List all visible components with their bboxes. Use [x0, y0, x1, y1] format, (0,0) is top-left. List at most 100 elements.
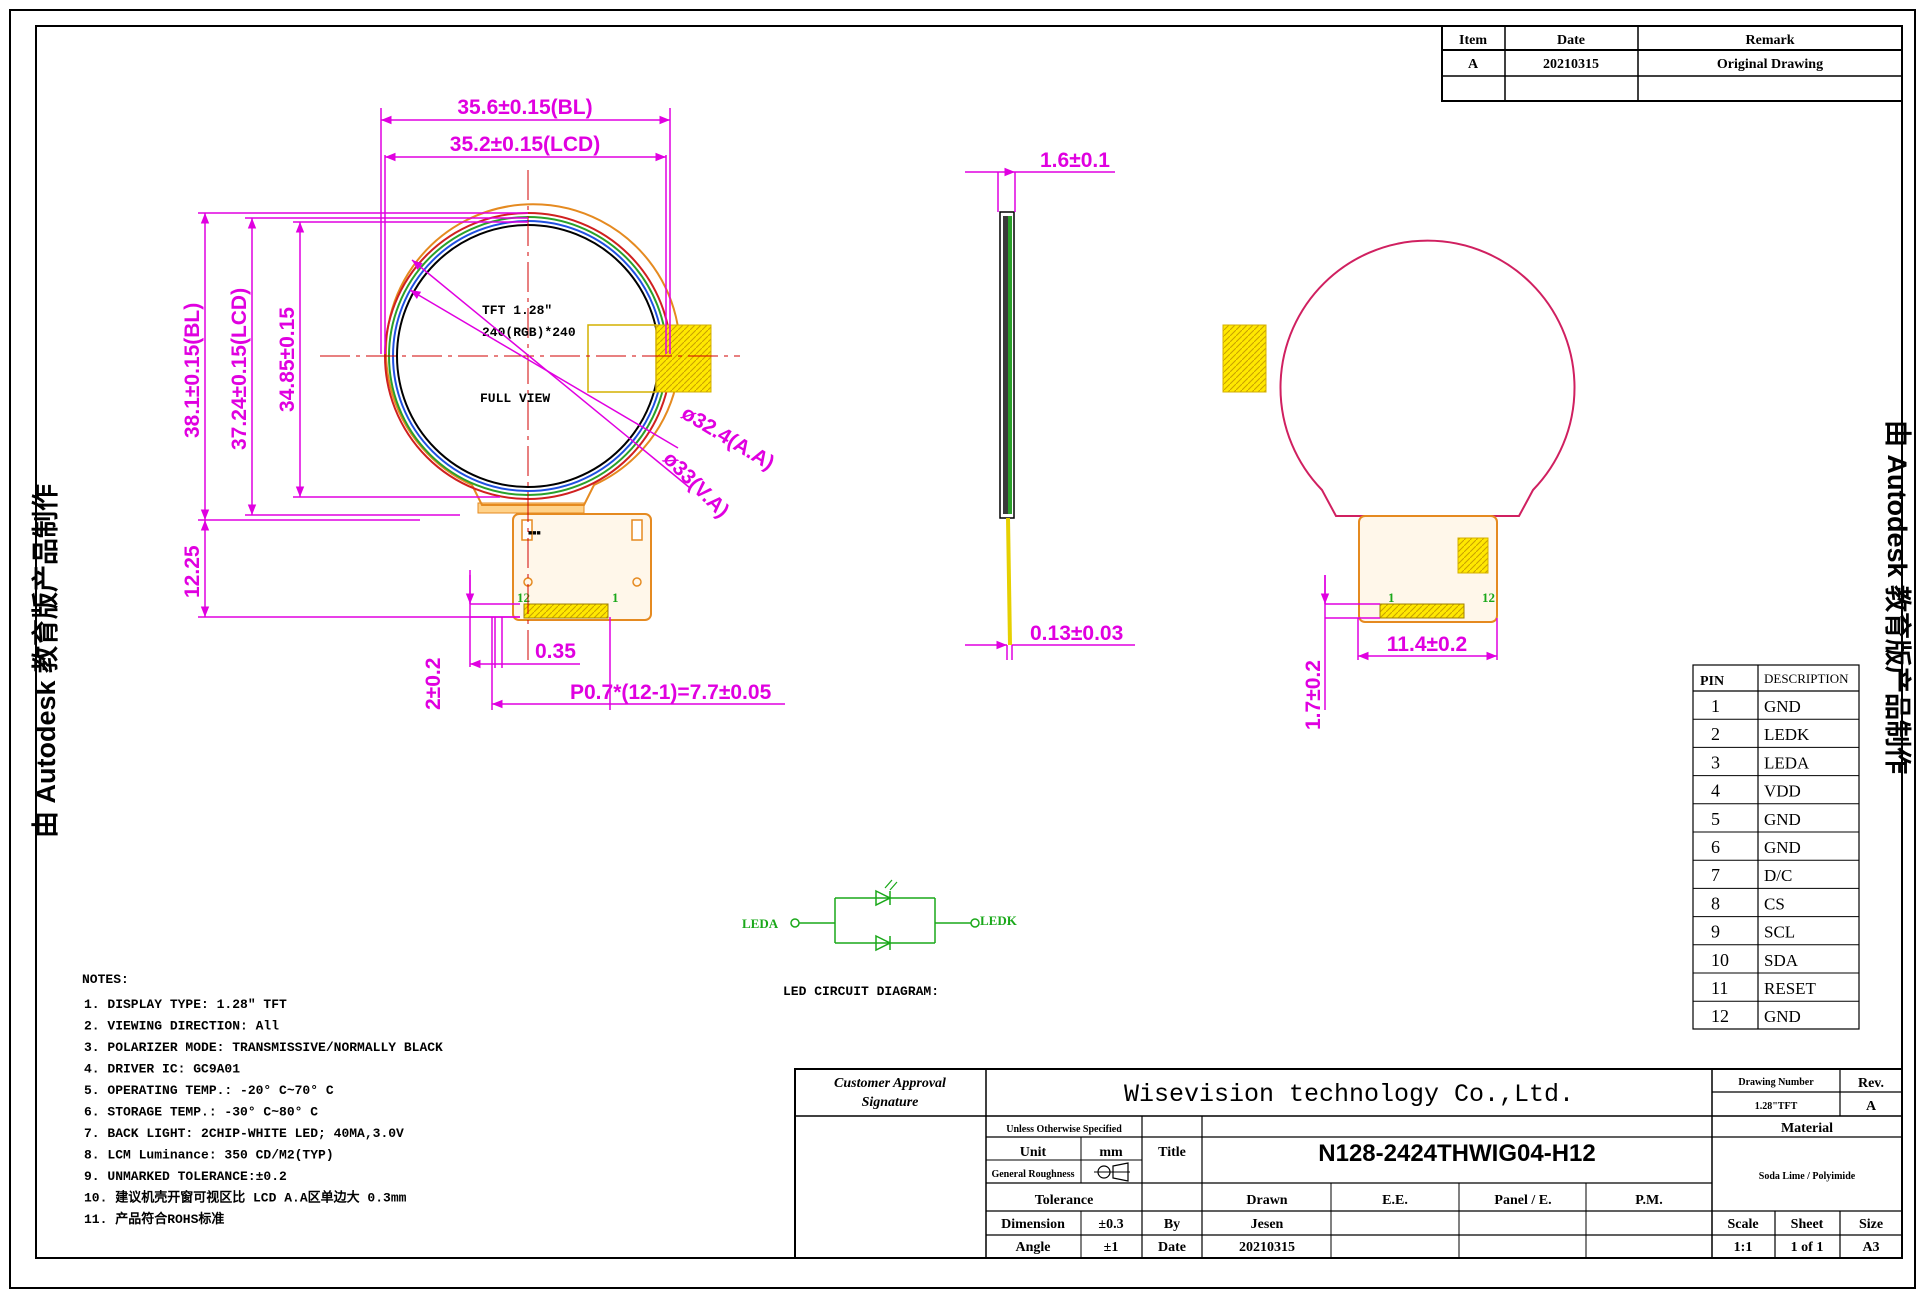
back-pin-left-label: 1 — [1388, 590, 1395, 605]
ee-label: E.E. — [1382, 1193, 1408, 1208]
unit-label: Unit — [1020, 1145, 1047, 1160]
panel-outline — [385, 203, 681, 506]
fpc-tail — [512, 513, 652, 621]
side-fpc — [1006, 517, 1012, 646]
note-item: 11. 产品符合ROHS标准 — [84, 1211, 224, 1227]
dim-front-tab: 2±0.2 — [422, 658, 445, 710]
drawn-label: Drawn — [1246, 1193, 1287, 1208]
front-label-view: FULL VIEW — [480, 391, 550, 406]
pin-description: LEDK — [1764, 725, 1810, 744]
note-item: 3. POLARIZER MODE: TRANSMISSIVE/NORMALLY… — [84, 1040, 443, 1055]
drawing-number-label: Drawing Number — [1738, 1077, 1814, 1088]
note-item: 6. STORAGE TEMP.: -30° C~80° C — [84, 1105, 318, 1120]
pin-description: LEDA — [1764, 753, 1810, 772]
company-name: Wisevision technology Co.,Ltd. — [1124, 1080, 1574, 1109]
scale-value: 1:1 — [1734, 1240, 1753, 1255]
front-view: 12 1 ■■■ TFT 1.28" 240(RGB)*240 FULL VIE… — [181, 96, 785, 710]
sheet-value: 1 of 1 — [1791, 1240, 1824, 1255]
revision-table: Item Date Remark A 20210315 Original Dra… — [1441, 25, 1903, 102]
approval-line-1: Customer Approval — [834, 1076, 946, 1091]
date-value: 20210315 — [1239, 1240, 1295, 1255]
rev-row-remark: Original Drawing — [1717, 57, 1823, 72]
drawing-title: N128-2424THWIG04-H12 — [1318, 1140, 1595, 1167]
back-view: 1 12 11.4±0.2 1.7±0.2 — [1222, 239, 1576, 730]
pin-description: CS — [1764, 894, 1785, 913]
led-right-label: LEDK — [980, 913, 1018, 928]
pin-number: 2 — [1711, 724, 1720, 744]
title-label: Title — [1158, 1145, 1186, 1160]
pin-header-desc: DESCRIPTION — [1764, 671, 1849, 686]
pin-number: 8 — [1711, 893, 1720, 913]
size-value: A3 — [1862, 1240, 1879, 1255]
date-label: Date — [1158, 1240, 1186, 1255]
rev-label: Rev. — [1858, 1076, 1884, 1091]
note-item: 2. VIEWING DIRECTION: All — [84, 1019, 279, 1034]
pin-description: VDD — [1764, 782, 1801, 801]
pin-number: 5 — [1711, 809, 1720, 829]
rev-header-item: Item — [1459, 33, 1487, 48]
rev-header-date: Date — [1557, 33, 1585, 48]
pin-number: 3 — [1711, 752, 1720, 772]
rev-value: A — [1866, 1099, 1877, 1114]
rev-header-remark: Remark — [1746, 33, 1795, 48]
note-item: 8. LCM Luminance: 350 CD/M2(TYP) — [84, 1148, 334, 1163]
dim-va-diameter: ø33(V.A) — [658, 447, 733, 522]
dim-front-pad: 0.35 — [535, 640, 576, 663]
note-item: 5. OPERATING TEMP.: -20° C~70° C — [84, 1083, 334, 1098]
pin-number: 6 — [1711, 837, 1720, 857]
drawing-number: 1.28"TFT — [1755, 1101, 1798, 1112]
note-item: 4. DRIVER IC: GC9A01 — [84, 1062, 240, 1077]
led-left-label: LEDA — [742, 916, 779, 931]
pin-description: GND — [1764, 697, 1801, 716]
pin-header-pin: PIN — [1700, 674, 1724, 689]
projection-symbol — [1094, 1162, 1130, 1182]
front-pin-right-label: 1 — [612, 590, 619, 605]
scale-label: Scale — [1727, 1217, 1758, 1232]
dim-back-tab: 1.7±0.2 — [1302, 660, 1325, 730]
pin-number: 10 — [1711, 950, 1729, 970]
note-item: 9. UNMARKED TOLERANCE:±0.2 — [84, 1169, 287, 1184]
fpc-contacts — [523, 603, 609, 619]
front-pin-left-label: 12 — [517, 590, 530, 605]
pin-description: SCL — [1764, 923, 1795, 942]
size-label: Size — [1859, 1217, 1883, 1232]
dim-height-va: 34.85±0.15 — [276, 307, 299, 412]
pin-number: 1 — [1711, 696, 1720, 716]
angle-label: Angle — [1016, 1240, 1051, 1255]
title-block: Customer Approval Signature Wisevision t… — [794, 1068, 1903, 1259]
by-label: By — [1164, 1217, 1180, 1232]
pin-number: 12 — [1711, 1006, 1729, 1026]
dimension-label: Dimension — [1001, 1217, 1065, 1232]
watermark-right: 由 Autodesk 教育版产品制作 — [1882, 420, 1913, 774]
back-panel-outline — [1279, 239, 1576, 517]
front-label-res: 240(RGB)*240 — [482, 325, 576, 340]
approval-line-2: Signature — [862, 1095, 919, 1110]
pin-number: 4 — [1711, 781, 1720, 801]
pin-description: GND — [1764, 838, 1801, 857]
dim-width-lcd: 35.2±0.15(LCD) — [450, 133, 600, 156]
led-caption: LED CIRCUIT DIAGRAM: — [783, 984, 939, 999]
watermark-left: 由 Autodesk 教育版产品制作 — [30, 484, 61, 838]
pin-description: GND — [1764, 1007, 1801, 1026]
tolerance-label: Tolerance — [1035, 1193, 1094, 1208]
rev-row-date: 20210315 — [1543, 57, 1599, 72]
sheet-label: Sheet — [1791, 1217, 1824, 1232]
dimension-tolerance: ±0.3 — [1098, 1217, 1123, 1232]
outer-border — [9, 9, 1916, 1289]
note-item: 10. 建议机壳开窗可视区比 LCD A.A区单边大 0.3mm — [84, 1190, 407, 1206]
rev-row-item: A — [1468, 57, 1479, 72]
pin-description: RESET — [1764, 979, 1817, 998]
note-item: 1. DISPLAY TYPE: 1.28" TFT — [84, 997, 287, 1012]
unit-value: mm — [1099, 1145, 1123, 1160]
roughness-label: General Roughness — [991, 1169, 1074, 1180]
side-view: 1.6±0.1 0.13±0.03 — [965, 149, 1135, 660]
dim-side-fpc: 0.13±0.03 — [1030, 622, 1123, 645]
pin-description: GND — [1764, 810, 1801, 829]
pin-description: SDA — [1764, 951, 1799, 970]
note-item: 7. BACK LIGHT: 2CHIP-WHITE LED; 40MA,3.0… — [84, 1126, 404, 1141]
dim-width-bl: 35.6±0.15(BL) — [457, 96, 592, 119]
dim-height-bl: 38.1±0.15(BL) — [181, 303, 204, 438]
